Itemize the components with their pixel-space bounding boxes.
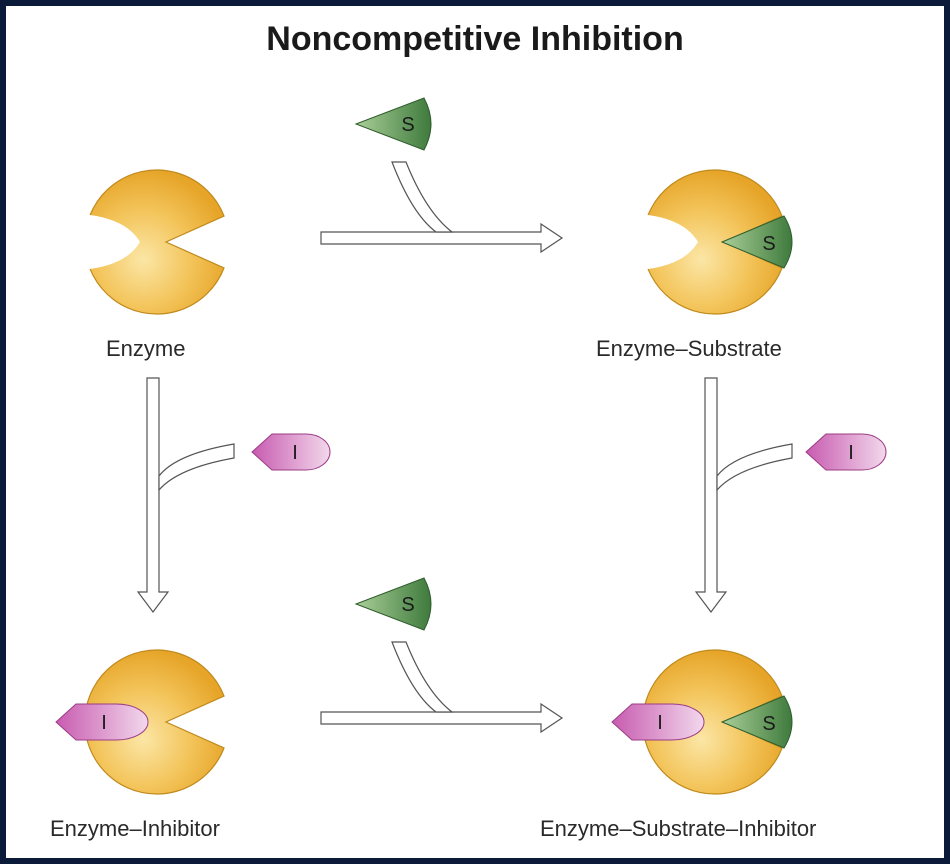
- substrate-letter: S: [762, 713, 775, 735]
- label-enzyme-inhibitor: Enzyme–Inhibitor: [50, 816, 220, 841]
- inhibitor-shape: [55, 703, 149, 741]
- diagram-title: Noncompetitive Inhibition: [266, 20, 684, 58]
- inhibitor-letter: I: [657, 712, 663, 734]
- label-enzyme: Enzyme: [106, 336, 186, 361]
- arrow-bottom: [320, 641, 564, 734]
- enzyme-left-notch: [76, 214, 140, 270]
- inhibitor-letter: I: [848, 442, 854, 464]
- arrow-left: [136, 377, 235, 613]
- inhibitor-shape: [805, 433, 887, 471]
- arrow-body: [694, 377, 728, 613]
- substrate-shape: [720, 215, 793, 269]
- inhibitor-left: I: [251, 433, 331, 471]
- substrate-bottom: S: [354, 577, 432, 631]
- arrow-body: [136, 377, 170, 613]
- substrate-shape: [354, 577, 432, 631]
- substrate-letter: S: [762, 233, 775, 255]
- enzyme-substrate-inhibitor-complex: S I: [611, 649, 793, 795]
- arrow-top: [320, 161, 564, 254]
- inhibitor-letter: I: [292, 442, 298, 464]
- arrow-branch: [391, 161, 454, 233]
- diagram-frame: Noncompetitive Inhibition: [6, 6, 944, 858]
- label-enzyme-substrate-inhibitor: Enzyme–Substrate–Inhibitor: [540, 816, 817, 841]
- arrow-branch: [391, 641, 454, 713]
- enzyme-inhibitor-complex: I: [55, 649, 225, 795]
- inhibitor-right: I: [805, 433, 887, 471]
- substrate-shape: [354, 97, 432, 151]
- enzyme: [76, 169, 225, 315]
- inhibitor-shape: [251, 433, 331, 471]
- arrow-right: [694, 377, 793, 613]
- enzyme-left-notch: [634, 214, 698, 270]
- arrow-branch: [158, 443, 235, 492]
- substrate-top: S: [354, 97, 432, 151]
- substrate-letter: S: [401, 114, 414, 136]
- inhibitor-shape: [611, 703, 705, 741]
- diagram-canvas: S S I I: [55, 97, 887, 795]
- arrow-branch: [716, 443, 793, 492]
- arrow-body: [320, 222, 564, 254]
- arrow-body: [320, 702, 564, 734]
- substrate-shape: [720, 695, 793, 749]
- substrate-letter: S: [401, 594, 414, 616]
- inhibitor-letter: I: [101, 712, 107, 734]
- label-enzyme-substrate: Enzyme–Substrate: [596, 336, 782, 361]
- enzyme-substrate-complex: S: [634, 169, 793, 315]
